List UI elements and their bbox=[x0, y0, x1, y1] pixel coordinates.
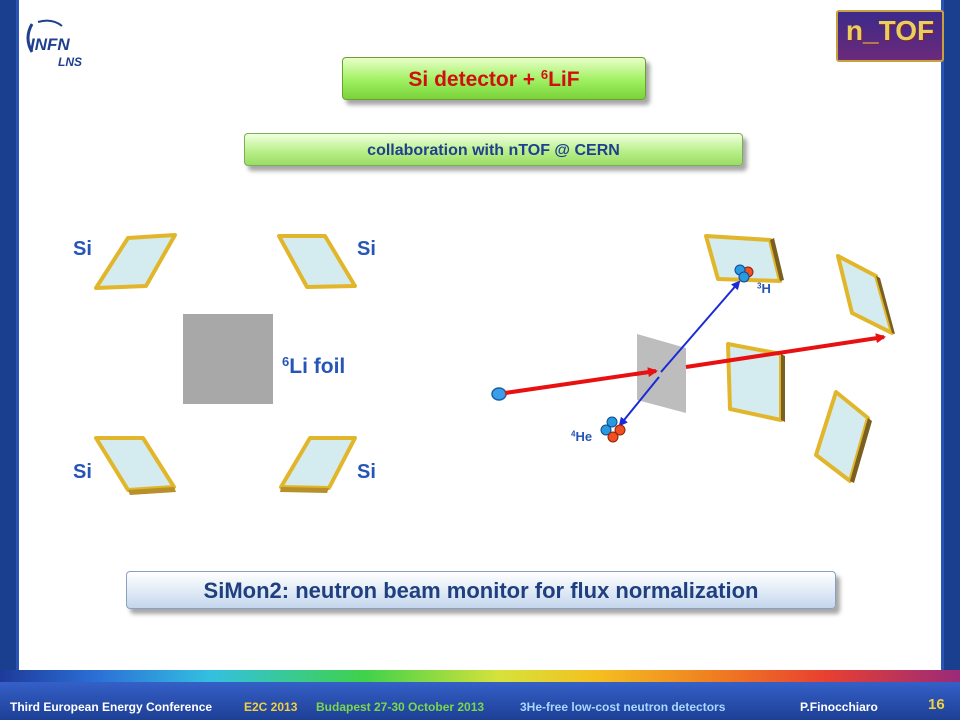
si-detector-bottom-left bbox=[94, 436, 176, 495]
title-superscript: 6 bbox=[540, 66, 549, 82]
si-label-bottom-right: Si bbox=[357, 461, 376, 483]
footer-conference: Third European Energy Conference bbox=[10, 700, 213, 714]
triton-text: H bbox=[761, 281, 771, 296]
footer-location: Budapest 27-30 October 2013 bbox=[316, 700, 485, 714]
li-foil bbox=[183, 314, 273, 404]
title-banner: Si detector + 6LiF bbox=[342, 57, 646, 100]
si-detector-right-bottom bbox=[814, 390, 872, 483]
infn-logo-text: INFN bbox=[30, 35, 70, 54]
alpha-nucleus bbox=[600, 416, 626, 443]
infn-logo: INFN LNS bbox=[26, 19, 82, 69]
title-text: Si detector + bbox=[408, 68, 541, 91]
alpha-label: 4He bbox=[571, 429, 592, 444]
simon2-banner: SiMon2: neutron beam monitor for flux no… bbox=[126, 571, 836, 609]
footer-author: P.Finocchiaro bbox=[800, 700, 878, 714]
li-foil-right bbox=[637, 334, 686, 413]
footer-topic: 3He-free low-cost neutron detectors bbox=[520, 700, 726, 714]
title-tail: LiF bbox=[548, 68, 580, 91]
si-detector-top-right bbox=[277, 234, 357, 289]
alpha-text: He bbox=[575, 429, 593, 444]
neutron bbox=[491, 387, 507, 401]
li-foil-superscript: 6 bbox=[282, 353, 290, 369]
outgoing-beam-arrow bbox=[685, 333, 886, 369]
alpha-superscript: 4 bbox=[571, 429, 576, 439]
rainbow-strip bbox=[0, 670, 960, 682]
si-label-top-left: Si bbox=[73, 238, 92, 260]
si-label-bottom-left: Si bbox=[73, 461, 92, 483]
collaboration-banner: collaboration with nTOF @ CERN bbox=[244, 133, 743, 166]
footer-page-number: 16 bbox=[928, 696, 945, 713]
si-detector-top-left bbox=[94, 233, 177, 290]
ntof-logo: n_TOF bbox=[836, 10, 944, 62]
footer-bar bbox=[0, 682, 960, 720]
li-foil-label: 6Li foil bbox=[282, 355, 345, 379]
alpha-track bbox=[618, 376, 660, 427]
si-detector-right-middle bbox=[726, 342, 785, 422]
slide-frame bbox=[16, 0, 944, 670]
si-detector-bottom-right bbox=[279, 436, 357, 493]
si-detector-right-top bbox=[704, 234, 784, 283]
triton-label: 3H bbox=[757, 281, 771, 296]
si-label-top-right: Si bbox=[357, 238, 376, 260]
triton-track bbox=[660, 280, 741, 373]
li-foil-text: Li foil bbox=[289, 355, 346, 378]
lns-logo-text: LNS bbox=[58, 55, 82, 69]
footer-e2c: E2C 2013 bbox=[244, 700, 298, 714]
ntof-logo-text: n_TOF bbox=[845, 15, 935, 46]
triton-superscript: 3 bbox=[757, 281, 762, 291]
si-detector-right-far bbox=[836, 254, 895, 335]
incoming-beam-arrow bbox=[504, 367, 658, 395]
triton-nucleus bbox=[734, 264, 754, 283]
